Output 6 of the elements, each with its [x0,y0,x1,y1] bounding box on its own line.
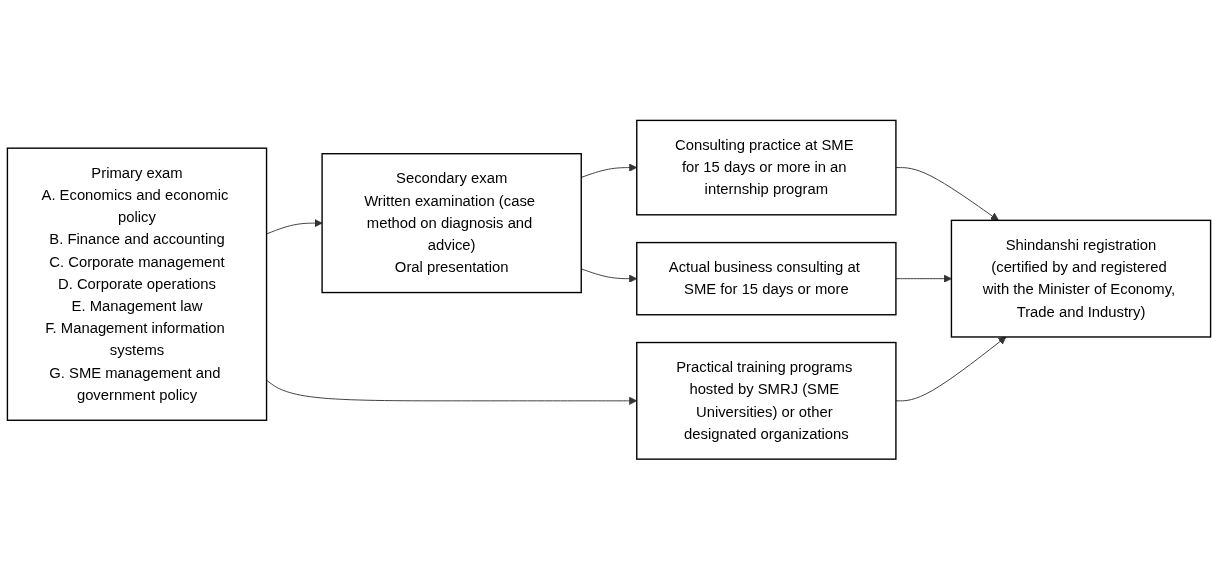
node-box: Practical training programs hosted by SMRJ (SME Universities) or other designated organizations [636,341,897,460]
node-box: Actual business consulting at SME for 15 days or more [636,241,897,316]
node-box: Secondary exam Written examination (case method on diagnosis and advice) Oral presentation [321,152,582,293]
node-box: Shindanshi registration (certified by and registered with the Minister of Economy, Trade and Industry) [950,219,1212,338]
node-box: Consulting practice at SME for 15 days or more in an internship program [636,119,897,216]
node-box: Primary exam A. Economics and economic policy B. Finance and accounting C. Corporate management D. Corporate operations E. Management law F. Management information systems G. SME management and government policy [6,147,268,421]
